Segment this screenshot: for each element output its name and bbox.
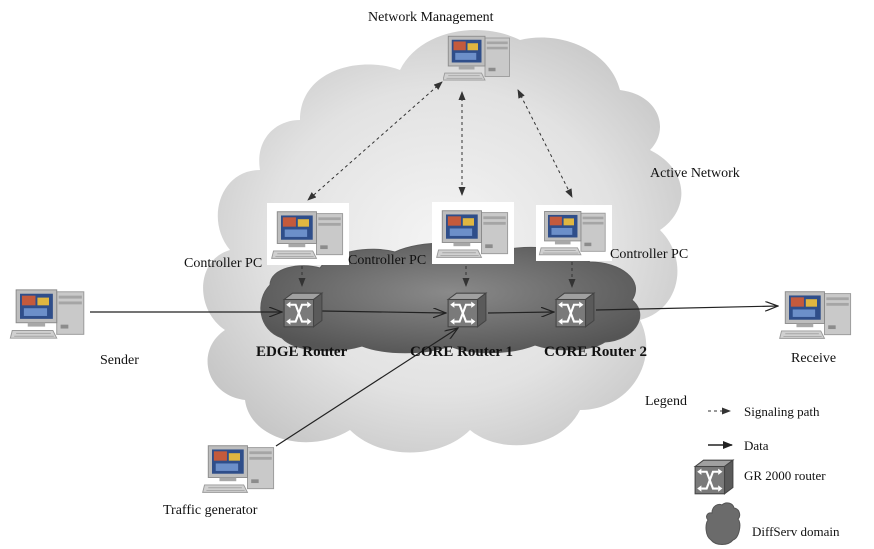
controller-pc-1-label: Controller PC (184, 256, 263, 271)
core-router-1-label: CORE Router 1 (410, 344, 514, 360)
sender-computer-icon (9, 289, 85, 339)
network-management-label: Network Management (368, 10, 494, 25)
legend-symbols (694, 407, 741, 545)
receive-label: Receive (791, 351, 837, 366)
sender-label: Sender (100, 353, 139, 368)
legend-domain-icon (705, 502, 741, 545)
edge-router-label: EDGE Router (256, 344, 348, 360)
legend-router-icon (694, 459, 734, 495)
controller-pc-2-label: Controller PC (348, 253, 427, 268)
legend-domain-label: DiffServ domain (752, 524, 840, 539)
network-management-computer-icon (443, 35, 510, 81)
legend-router-label: GR 2000 router (744, 468, 826, 483)
traffic-generator-label: Traffic generator (163, 503, 258, 518)
legend-title: Legend (645, 394, 687, 409)
core-router-1-icon (447, 292, 487, 328)
controller-pc-3-label: Controller PC (610, 247, 689, 262)
signaling-paths (298, 81, 576, 288)
receive-computer-icon (779, 291, 852, 339)
core-router-2-icon (555, 292, 595, 328)
legend-signaling-path-label: Signaling path (744, 404, 820, 419)
core-router-2-label: CORE Router 2 (544, 344, 648, 360)
controller-pc-3-computer-icon (538, 211, 606, 256)
traffic-generator-computer-icon (202, 445, 275, 493)
active-network-label: Active Network (650, 166, 740, 181)
edge-router-icon (283, 292, 323, 328)
legend-data-label: Data (744, 438, 769, 453)
controller-pc-2-computer-icon (436, 210, 509, 258)
data-paths (90, 306, 778, 447)
controller-pc-1-computer-icon (271, 211, 344, 259)
